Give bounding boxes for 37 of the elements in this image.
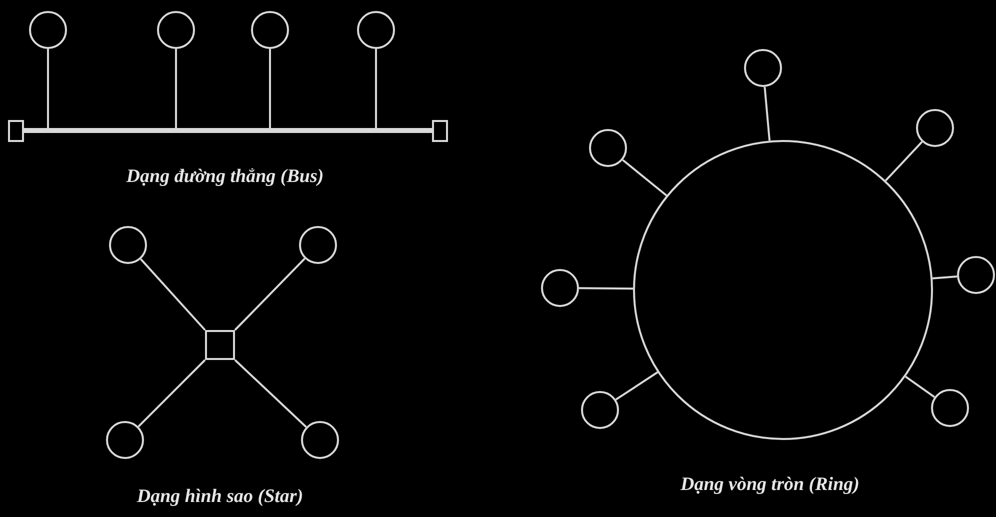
node-circle [299,226,337,264]
square-box [8,120,24,142]
ring-circle [633,140,933,440]
connector-line [234,359,307,428]
node-circle [357,11,395,49]
connector-line [622,159,668,196]
node-circle [957,256,995,294]
node-circle [541,269,579,307]
node-circle [301,421,339,459]
node-circle [931,389,969,427]
square-box [432,120,448,142]
connector-line [47,49,49,128]
node-circle [251,11,289,49]
connector-line [764,86,771,141]
node-circle [157,11,195,49]
connector-line [375,49,377,128]
node-circle [109,226,147,264]
connector-line [884,141,923,182]
node-circle [29,11,67,49]
connector-line [234,258,306,331]
node-circle [581,391,619,429]
square-box [205,330,235,360]
connector-line [904,376,936,398]
node-circle [589,129,627,167]
node-circle [744,49,782,87]
caption: Dạng đường thẳng (Bus) [126,166,324,188]
connector-line [932,275,958,280]
connector-line [175,49,177,128]
connector-line [615,371,658,400]
node-circle [916,109,954,147]
node-circle [106,421,144,459]
connector-line [269,49,271,128]
caption: Dạng vòng tròn (Ring) [680,474,860,496]
connector-line [140,258,206,331]
connector-line [138,359,206,428]
connector-line [578,287,634,290]
caption: Dạng hình sao (Star) [136,486,304,508]
